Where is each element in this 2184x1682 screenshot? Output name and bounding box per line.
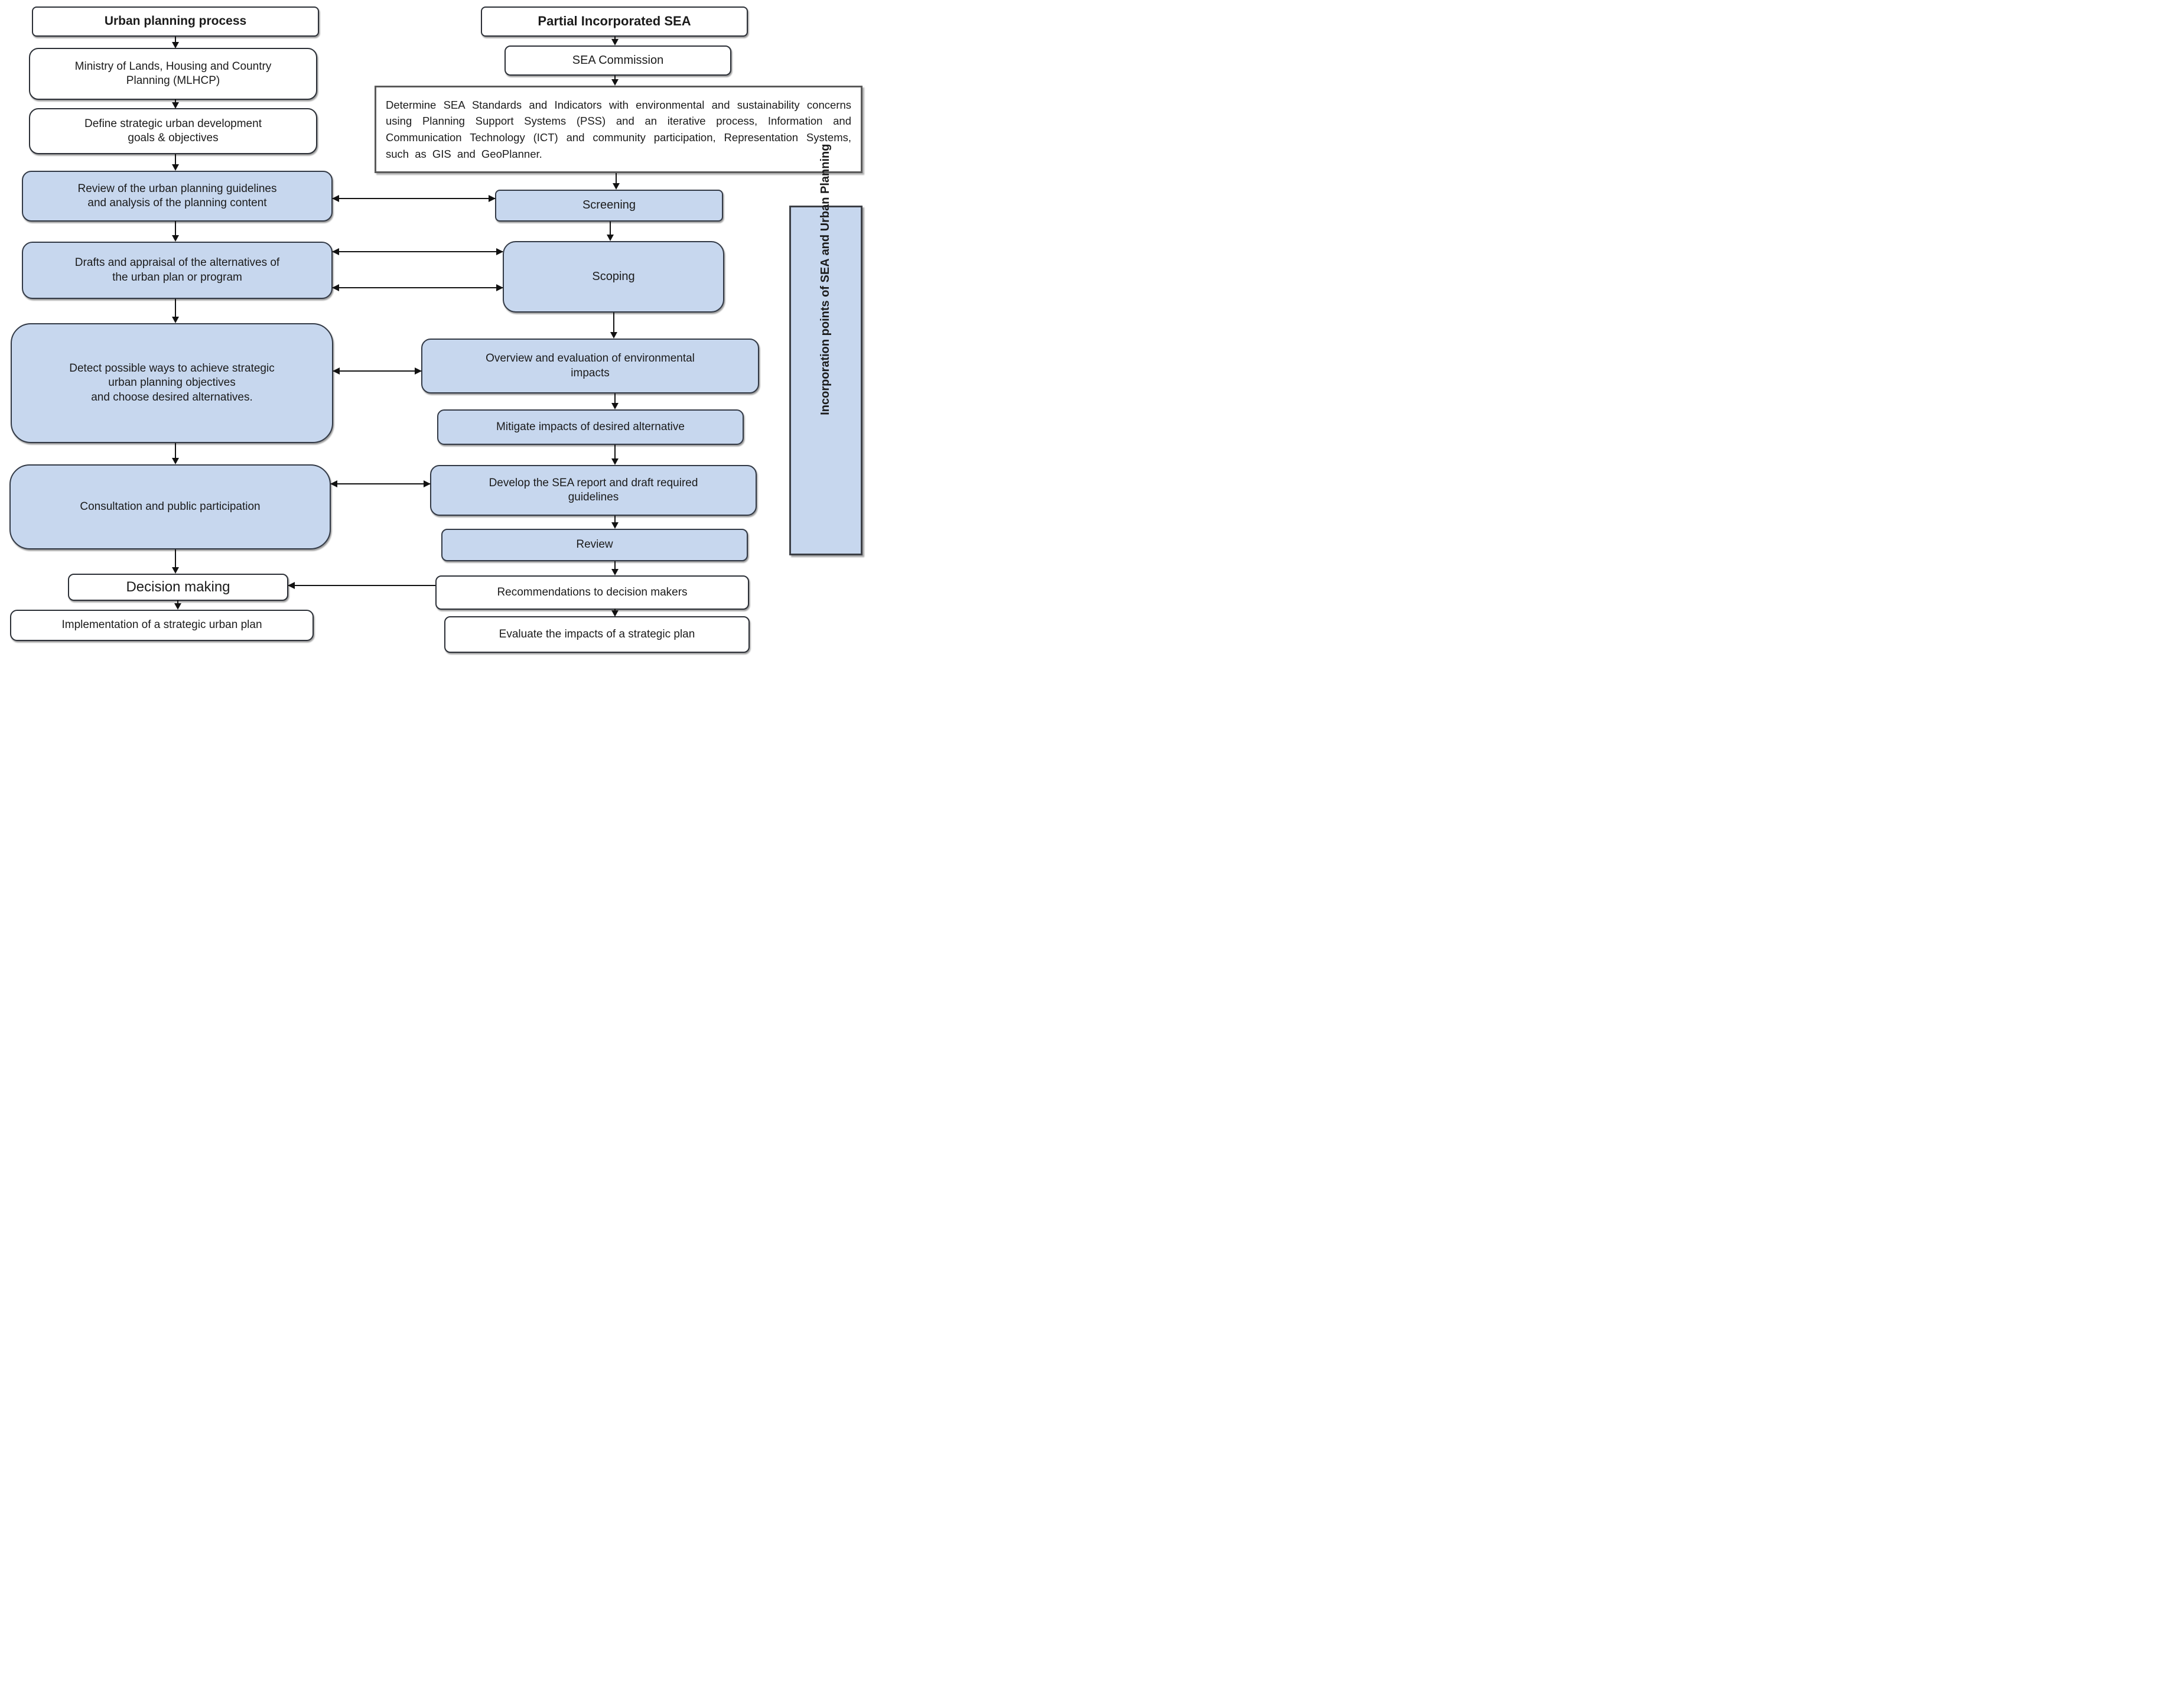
node-label: Incorporation points of SEA and Urban Pl… — [819, 144, 832, 415]
node-review-sea: Review — [441, 529, 748, 561]
node-label: Screening — [582, 199, 636, 212]
node-define-goals: Define strategic urban development goals… — [29, 108, 317, 154]
arrow-urban-to-ministry — [175, 37, 176, 43]
node-label: Determine SEA Standards and Indicators w… — [386, 98, 851, 160]
node-overview-impacts: Overview and evaluation of environmental… — [421, 339, 759, 393]
node-label: Ministry of Lands, Housing and Country P… — [74, 60, 272, 87]
node-recommendations: Recommendations to decision makers — [435, 575, 749, 610]
node-consultation: Consultation and public participation — [9, 464, 331, 549]
node-label: Review — [576, 538, 613, 551]
arrow-overview-to-mitigate — [614, 393, 616, 404]
node-determine-standards: Determine SEA Standards and Indicators w… — [375, 86, 862, 173]
arrow-develop-to-review — [614, 516, 616, 523]
arrow-review-screening-bidirectional — [333, 198, 495, 199]
arrow-define-to-review — [175, 154, 176, 165]
arrow-ministry-to-define — [175, 99, 176, 103]
node-label: Urban planning process — [104, 14, 247, 28]
arrow-mitigate-to-develop — [614, 445, 616, 459]
node-label: Develop the SEA report and draft require… — [489, 476, 698, 503]
node-incorporation-points: Incorporation points of SEA and Urban Pl… — [789, 144, 862, 555]
node-label: Detect possible ways to achieve strategi… — [69, 362, 275, 404]
arrow-detect-to-consultation — [175, 443, 176, 458]
node-label: Implementation of a strategic urban plan — [61, 619, 262, 632]
node-urban-planning-process: Urban planning process — [32, 6, 319, 37]
arrow-drafts-to-detect — [175, 299, 176, 317]
node-label: Review of the urban planning guidelines … — [77, 182, 277, 209]
node-mitigate-impacts: Mitigate impacts of desired alternative — [437, 409, 744, 445]
node-review-guidelines: Review of the urban planning guidelines … — [22, 171, 333, 222]
arrow-recommendations-to-evaluate — [614, 609, 616, 611]
node-detect-ways: Detect possible ways to achieve strategi… — [11, 323, 333, 443]
node-evaluate-impacts: Evaluate the impacts of a strategic plan — [444, 616, 750, 653]
node-sea-commission: SEA Commission — [504, 45, 731, 76]
node-label: Overview and evaluation of environmental… — [486, 352, 695, 379]
arrow-review-to-recommendations — [614, 561, 616, 570]
node-scoping: Scoping — [503, 241, 724, 313]
node-screening: Screening — [495, 190, 723, 222]
node-implementation: Implementation of a strategic urban plan — [10, 610, 314, 641]
arrow-commission-to-determine — [614, 76, 616, 80]
arrow-screening-to-scoping — [610, 222, 611, 235]
arrow-review-to-drafts — [175, 221, 176, 236]
node-label: Recommendations to decision makers — [497, 585, 688, 598]
node-label: Consultation and public participation — [80, 500, 261, 513]
node-develop-report: Develop the SEA report and draft require… — [430, 465, 757, 516]
arrow-recommendations-to-decision — [288, 585, 435, 586]
arrow-detect-overview-bidirectional — [333, 370, 421, 372]
node-label: Drafts and appraisal of the alternatives… — [74, 256, 280, 284]
arrow-scoping-to-overview — [613, 313, 614, 333]
node-label: Partial Incorporated SEA — [538, 14, 691, 29]
node-partial-incorporated-sea: Partial Incorporated SEA — [481, 6, 748, 37]
node-label: Evaluate the impacts of a strategic plan — [499, 627, 695, 640]
node-label: SEA Commission — [572, 53, 664, 67]
arrow-consultation-develop-bidirectional — [331, 483, 430, 484]
arrow-decision-to-implementation — [177, 600, 178, 604]
flowchart-canvas: Urban planning process Ministry of Lands… — [0, 0, 874, 673]
arrow-determine-to-screening — [616, 173, 617, 184]
node-label: Mitigate impacts of desired alternative — [496, 420, 685, 433]
node-ministry-mlhcp: Ministry of Lands, Housing and Country P… — [29, 48, 317, 100]
node-label: Scoping — [592, 269, 635, 283]
node-label: Define strategic urban development goals… — [84, 117, 262, 144]
arrow-drafts-scoping-upper-bidirectional — [333, 251, 503, 252]
node-drafts-appraisal: Drafts and appraisal of the alternatives… — [22, 242, 333, 299]
arrow-drafts-scoping-lower-bidirectional — [333, 287, 503, 288]
node-decision-making: Decision making — [68, 574, 288, 601]
node-label: Decision making — [126, 578, 230, 595]
arrow-consultation-to-decision — [175, 549, 176, 568]
arrow-partial-to-commission — [614, 37, 616, 40]
